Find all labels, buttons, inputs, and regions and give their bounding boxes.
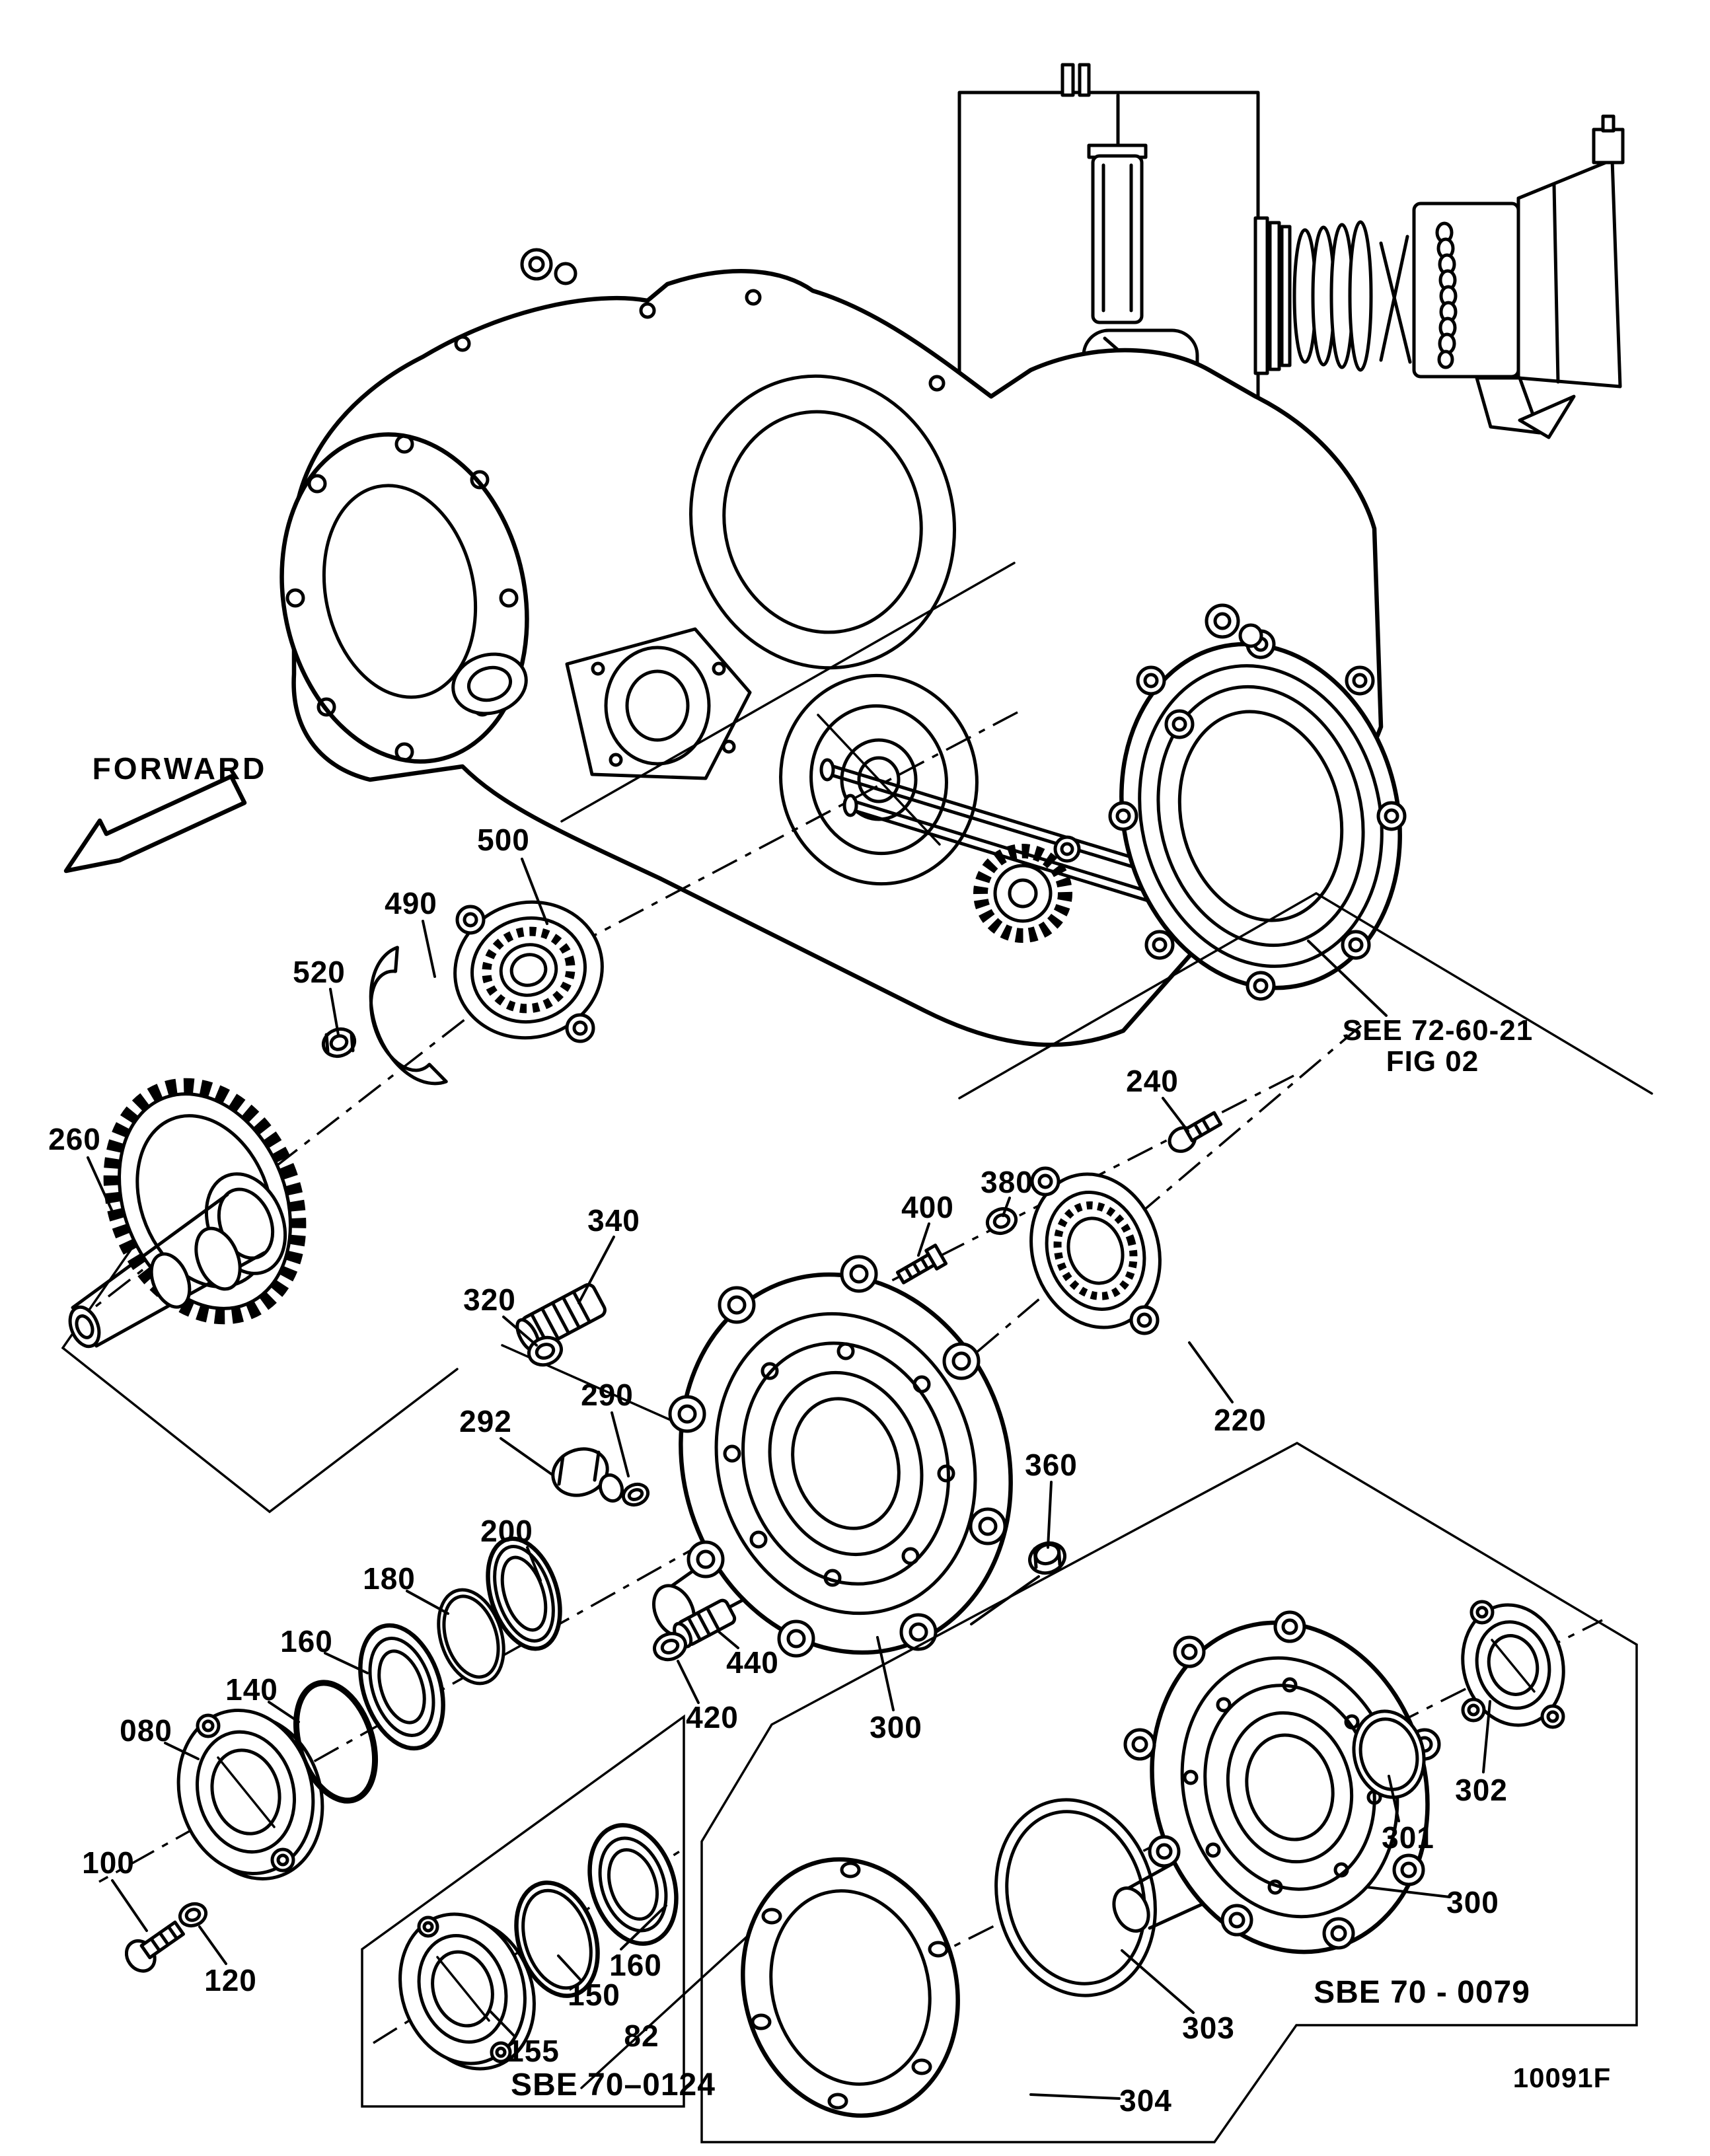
- callout-292: 292: [459, 1404, 512, 1438]
- retainer-490: [369, 946, 448, 1086]
- hub-300-bolt-holes: [723, 1342, 955, 1587]
- bolt-240: [1168, 1111, 1223, 1153]
- callout-sbe-0124: SBE 70–0124: [511, 2067, 716, 2102]
- callout-forward: FORWARD: [92, 751, 268, 786]
- washer-420: [653, 1631, 687, 1662]
- oring-150: [514, 1880, 600, 1998]
- callout-160b: 160: [609, 1948, 662, 1982]
- callout-340: 340: [587, 1203, 640, 1238]
- main-housing: [279, 248, 1407, 1047]
- callout-note-2: FIG 02: [1386, 1045, 1479, 1078]
- gasket-304: [741, 1857, 960, 2118]
- callout-080: 080: [120, 1713, 172, 1748]
- nut-380: [985, 1207, 1018, 1236]
- callout-520: 520: [293, 955, 346, 989]
- callout-290: 290: [581, 1378, 634, 1412]
- callout-320: 320: [463, 1282, 516, 1317]
- flange-302: [1461, 1600, 1565, 1729]
- flange-500: [453, 900, 604, 1043]
- callout-155: 155: [507, 2034, 560, 2068]
- plug-440: [673, 1598, 737, 1649]
- callout-490: 490: [385, 886, 437, 920]
- callout-fig-code: 10091F: [1512, 2062, 1612, 2093]
- callout-303: 303: [1182, 2011, 1235, 2045]
- forward-arrow-icon: [63, 774, 247, 874]
- callout-260: 260: [48, 1122, 101, 1156]
- callout-302: 302: [1455, 1773, 1508, 1807]
- nut-360: [1028, 1541, 1066, 1575]
- flange-155: [398, 1912, 536, 2071]
- gearshaft-260: [68, 1078, 307, 1349]
- callout-150: 150: [568, 1978, 620, 2012]
- ring-180: [437, 1588, 505, 1686]
- nut-520: [321, 1027, 357, 1059]
- hub-300-lugs: [668, 1255, 1007, 1658]
- callout-140: 140: [225, 1672, 278, 1707]
- washer-120: [178, 1902, 208, 1928]
- callout-360: 360: [1025, 1448, 1078, 1482]
- ring-303: [994, 1798, 1157, 1997]
- left-flange-bolt-holes: [285, 434, 519, 762]
- callout-300: 300: [870, 1710, 922, 1744]
- inset-box-0124: [361, 1714, 685, 2108]
- seal-200: [486, 1536, 562, 1651]
- bolt-400: [895, 1244, 948, 1284]
- bearing-160: [358, 1623, 445, 1751]
- callout-301: 301: [1382, 1820, 1434, 1855]
- callout-380: 380: [981, 1165, 1033, 1199]
- callout-100: 100: [82, 1845, 135, 1880]
- combustor-hole-column: [1435, 221, 1458, 369]
- inset-box-0079: [700, 1441, 1638, 2143]
- callout-180: 180: [363, 1561, 416, 1596]
- callout-82: 82: [624, 2019, 659, 2053]
- callout-160: 160: [280, 1624, 333, 1658]
- fitting-292: [551, 1447, 624, 1503]
- hub-300-inset: [1112, 1610, 1441, 1954]
- callout-500: 500: [477, 823, 530, 857]
- callout-sbe-0079: SBE 70 - 0079: [1314, 1975, 1530, 2010]
- callout-200: 200: [480, 1514, 533, 1548]
- flange-080: [176, 1709, 324, 1880]
- callout-220: 220: [1214, 1403, 1267, 1437]
- callout-440: 440: [726, 1645, 779, 1680]
- callout-240: 240: [1126, 1064, 1179, 1098]
- callout-note-1: SEE 72-60-21: [1342, 1014, 1534, 1047]
- flange-220: [1029, 1166, 1162, 1335]
- callout-304: 304: [1119, 2083, 1172, 2118]
- callout-420: 420: [686, 1700, 739, 1734]
- callout-120: 120: [204, 1963, 257, 1997]
- ring-301: [1352, 1709, 1426, 1799]
- callout-300b: 300: [1446, 1885, 1499, 1919]
- leader-lines: [87, 858, 1491, 2100]
- bolt-100: [124, 1920, 186, 1973]
- callout-400: 400: [901, 1190, 954, 1224]
- oring-290: [621, 1482, 650, 1507]
- bearing-160-inset: [587, 1823, 679, 1946]
